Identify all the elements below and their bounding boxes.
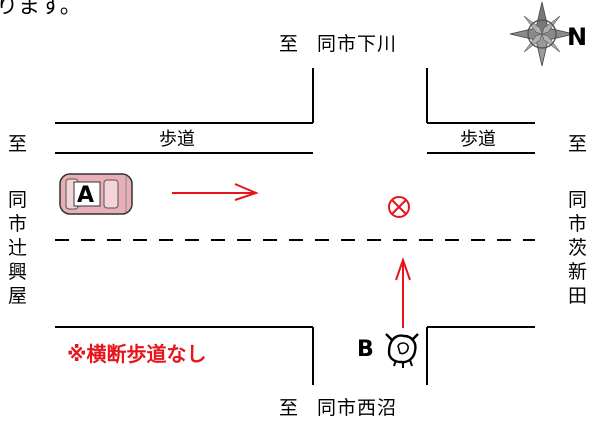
vehicle-a-direction-arrow [172, 183, 259, 201]
top-text-fragment: ります。 [0, 0, 82, 19]
west-road-name: 同 市 辻 興 屋 [8, 189, 28, 307]
vehicle-b-direction-arrow [395, 256, 411, 328]
compass-rose-icon [509, 1, 575, 67]
no-crosswalk-note: ※横断歩道なし [67, 342, 207, 366]
north-road-prefix: 至 [279, 33, 299, 55]
vehicle-a-label: A [77, 183, 95, 208]
car-icon [59, 173, 133, 215]
sidewalk-label-right: 歩道 [460, 129, 496, 150]
vehicle-b-label: B [357, 337, 374, 362]
south-road-label: 至同市西沼 [279, 399, 397, 418]
south-road-name: 同市西沼 [317, 397, 398, 419]
north-road-label: 至同市下川 [279, 35, 397, 54]
east-road-name: 同 市 茨 新 田 [568, 189, 588, 307]
south-road-prefix: 至 [279, 397, 299, 419]
sidewalk-label-left: 歩道 [159, 129, 195, 150]
collision-point-icon [388, 196, 410, 218]
north-road-name: 同市下川 [317, 33, 398, 55]
east-road-prefix: 至 [568, 133, 588, 155]
compass-north-label: N [567, 23, 588, 51]
motorcycle-icon [385, 333, 419, 368]
west-road-prefix: 至 [8, 133, 28, 155]
